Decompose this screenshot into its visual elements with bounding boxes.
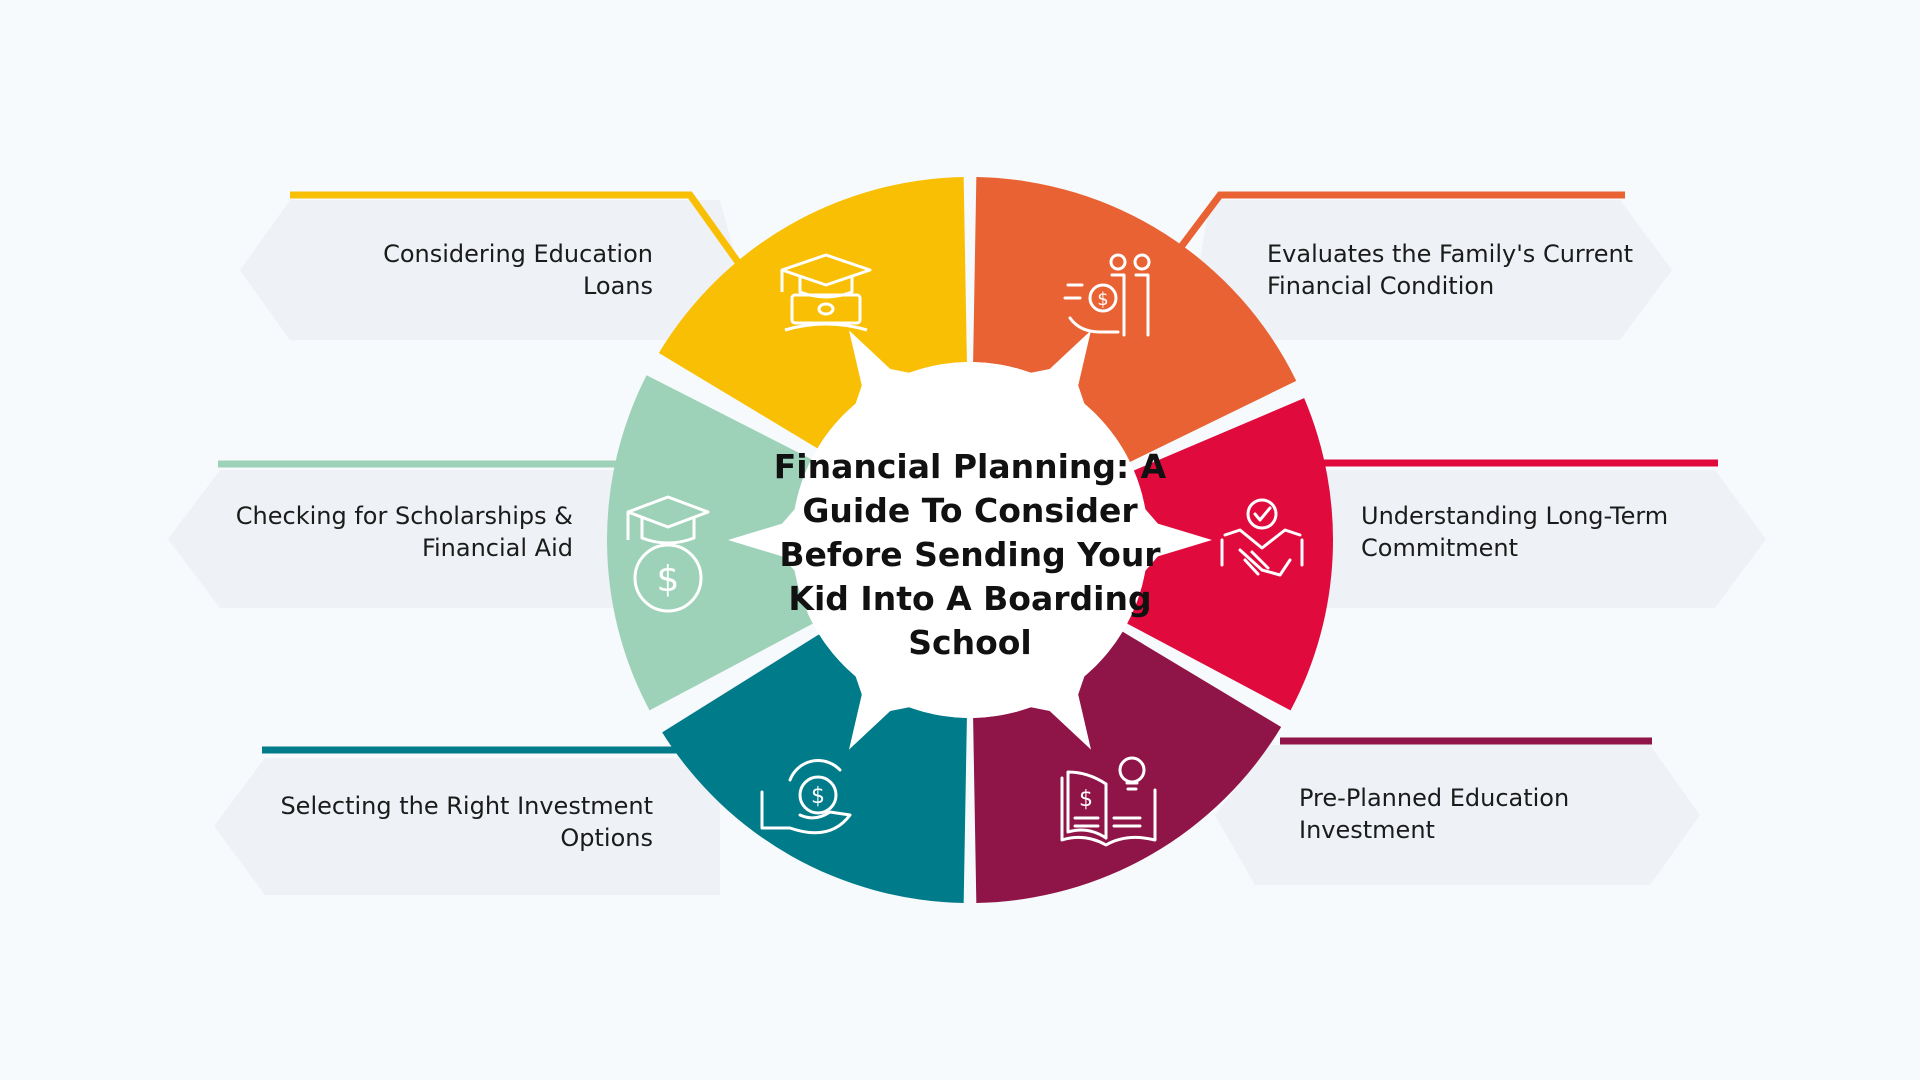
banner-scholarships [168,460,660,608]
label-pre-planned-investment: Pre-Planned Education Investment [1299,784,1570,844]
label-considering-education-loans: Considering Education Loans [383,240,653,300]
label-long-term-commitment: Understanding Long-Term Commitment [1361,502,1669,562]
sector-family-condition [973,177,1297,462]
banner-commitment [1300,459,1766,608]
banner-family-condition [1172,191,1672,340]
svg-text:$: $ [1097,289,1108,310]
hand-coin-icon: $ [760,759,852,835]
sector-scholarships [607,375,813,711]
svg-text:$: $ [657,559,680,600]
label-family-financial-condition: Evaluates the Family's Current Financial… [1267,240,1634,300]
svg-text:$: $ [1079,787,1093,812]
banner-pre-planned [1215,737,1700,885]
center-title: Financial Planning: A Guide To Consider … [773,447,1167,662]
handshake-icon [1220,498,1304,577]
banner-investment-options [214,746,720,895]
family-finance-icon: $ [1063,253,1151,337]
scholarship-coin-icon: $ [626,495,710,613]
ring-sectors [607,177,1333,903]
graduation-money-icon [780,253,872,332]
label-investment-options: Selecting the Right Investment Options [280,792,653,852]
center-starburst [728,330,1212,750]
label-scholarships-financial-aid: Checking for Scholarships & Financial Ai… [235,502,573,562]
sector-commitment [1127,398,1333,711]
banner-loans [240,191,743,340]
svg-text:$: $ [811,784,825,809]
book-idea-icon: $ [1060,756,1157,847]
